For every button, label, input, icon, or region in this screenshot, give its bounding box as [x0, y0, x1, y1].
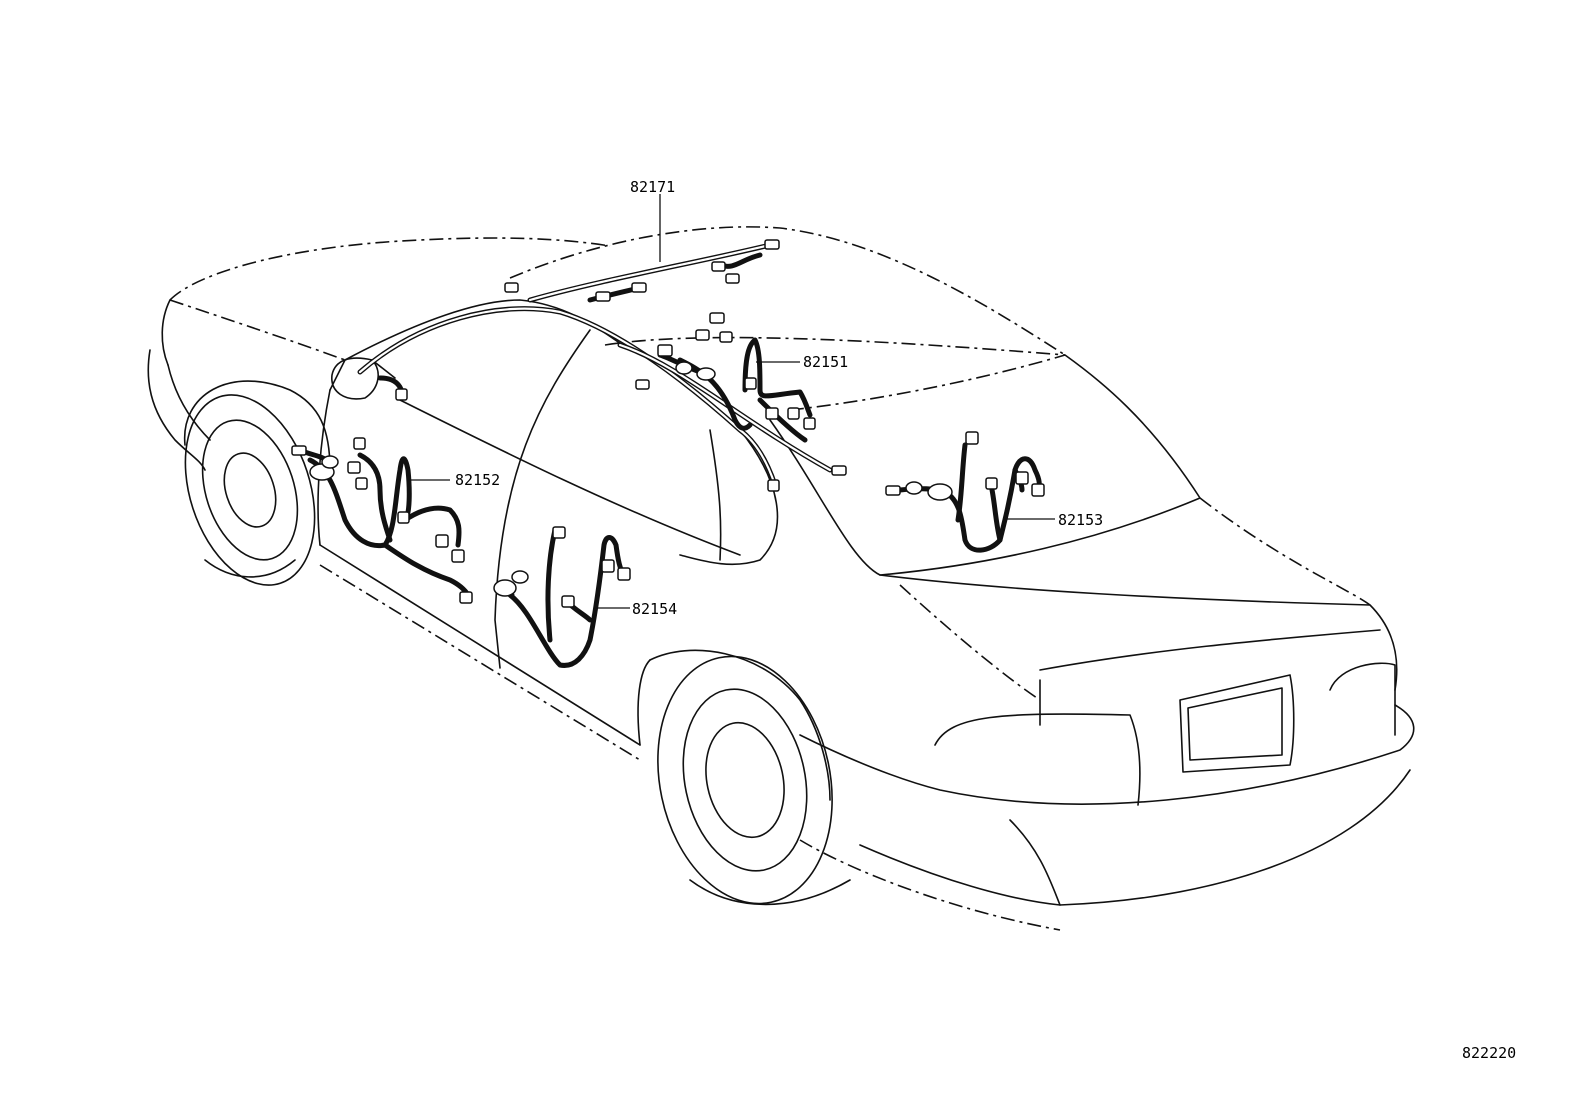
connector-icon — [803, 417, 816, 430]
connector-icon — [635, 379, 650, 390]
grommet-icon — [511, 570, 529, 584]
callout-82154: 82154 — [632, 600, 677, 618]
connector-icon — [355, 477, 368, 490]
connector-icon — [985, 477, 998, 490]
connector-icon — [631, 282, 647, 293]
front-right-door-harness — [657, 329, 816, 443]
connector-icon — [504, 282, 519, 293]
roof-wire-harness — [357, 239, 847, 492]
connector-icon — [719, 331, 733, 343]
connector-icon — [965, 431, 979, 445]
connector-icon — [744, 377, 757, 390]
connector-icon — [1031, 483, 1045, 497]
connector-icon — [711, 261, 726, 272]
connector-icon — [353, 437, 366, 450]
connector-icon — [395, 388, 408, 401]
callout-82153: 82153 — [1058, 511, 1103, 529]
grommet-icon — [675, 361, 693, 375]
connector-icon — [709, 312, 725, 324]
grommet-icon — [905, 481, 923, 495]
callout-82151: 82151 — [803, 353, 848, 371]
car-body-outline — [147, 226, 1415, 931]
grommet-icon — [321, 455, 339, 469]
rear-right-door-harness — [885, 431, 1055, 553]
connector-icon — [601, 559, 615, 573]
connector-icon — [767, 479, 780, 492]
figure-code: 822220 — [1462, 1044, 1516, 1062]
connector-icon — [765, 407, 779, 420]
grommet-icon — [493, 579, 517, 597]
connector-icon — [695, 329, 710, 341]
connector-icon — [885, 485, 901, 496]
connector-icon — [617, 567, 631, 581]
connector-icon — [595, 291, 611, 302]
front-left-door-harness — [291, 437, 473, 604]
callout-roof-82171: 82171 — [630, 178, 675, 196]
connector-icon — [831, 465, 847, 476]
connector-icon — [459, 591, 473, 604]
connector-icon — [561, 595, 575, 608]
callout-82152: 82152 — [455, 471, 500, 489]
connector-icon — [435, 534, 449, 548]
connector-icon — [725, 273, 740, 284]
connector-icon — [787, 407, 800, 420]
connector-icon — [552, 526, 566, 539]
connector-icon — [347, 461, 361, 474]
connector-icon — [397, 511, 410, 524]
connector-icon — [1015, 471, 1029, 485]
connector-icon — [764, 239, 780, 250]
grommet-icon — [927, 483, 953, 501]
grommet-icon — [696, 367, 716, 381]
connector-icon — [291, 445, 307, 456]
rear-left-door-harness — [493, 526, 631, 668]
connector-icon — [657, 344, 673, 357]
connector-icon — [451, 549, 465, 563]
